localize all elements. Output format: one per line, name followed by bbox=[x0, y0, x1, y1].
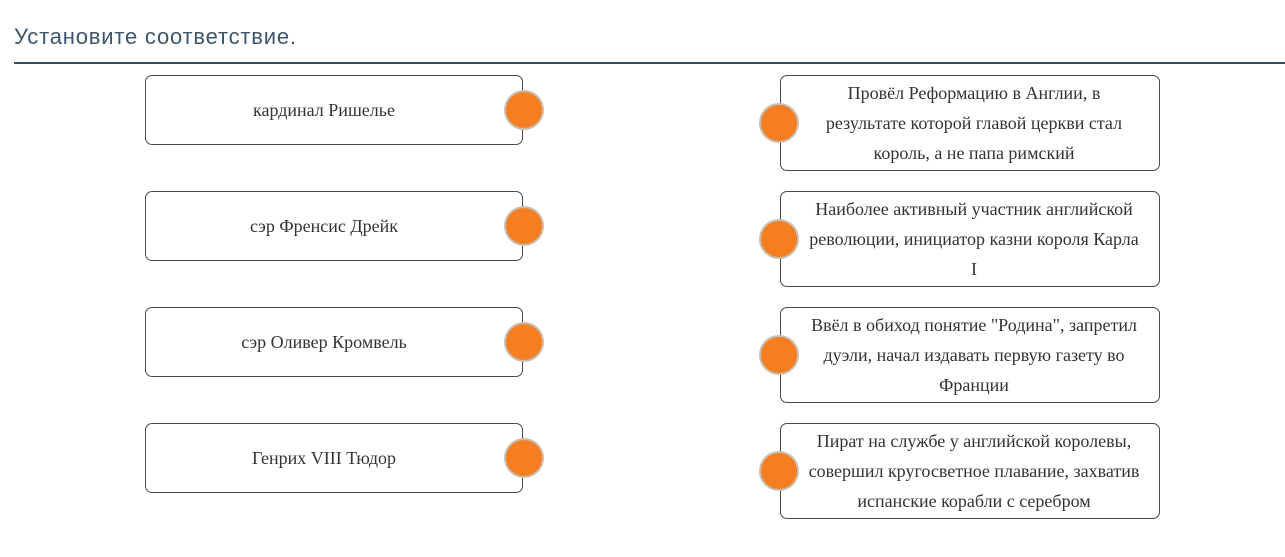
connector-dot-right-3[interactable] bbox=[759, 335, 799, 375]
page-title: Установите соответствие. bbox=[14, 24, 297, 49]
match-left-card[interactable]: сэр Френсис Дрейк bbox=[145, 191, 544, 261]
connector-dot-right-2[interactable] bbox=[759, 219, 799, 259]
left-card-label: сэр Оливер Кромвель bbox=[241, 331, 407, 352]
match-left-card[interactable]: кардинал Ришелье bbox=[145, 75, 544, 145]
match-left-card[interactable]: сэр Оливер Кромвель bbox=[145, 307, 544, 377]
right-card-label: Провёл Реформацию в Англии, в результате… bbox=[825, 83, 1123, 163]
connector-dot-left-2[interactable] bbox=[504, 206, 544, 246]
match-right-card[interactable]: Наиболее активный участник английской ре… bbox=[759, 191, 1160, 287]
right-card-label: Пират на службе у английской королевы, с… bbox=[808, 431, 1140, 511]
match-right-card[interactable]: Ввёл в обиход понятие "Родина", запретил… bbox=[759, 307, 1160, 403]
connector-dot-right-4[interactable] bbox=[759, 451, 799, 491]
left-card-label: Генрих VIII Тюдор bbox=[251, 447, 397, 468]
connector-dot-right-1[interactable] bbox=[759, 103, 799, 143]
match-right-card[interactable]: Пират на службе у английской королевы, с… bbox=[759, 423, 1160, 519]
connector-dot-left-1[interactable] bbox=[504, 90, 544, 130]
left-card-label: сэр Френсис Дрейк bbox=[249, 215, 399, 236]
connector-dot-left-3[interactable] bbox=[504, 322, 544, 362]
title-divider bbox=[14, 62, 1285, 64]
match-grid: кардинал Ришелье Провёл Реформацию в Анг… bbox=[145, 75, 1160, 519]
match-right-card[interactable]: Провёл Реформацию в Англии, в результате… bbox=[759, 75, 1160, 171]
connector-dot-left-4[interactable] bbox=[504, 438, 544, 478]
match-left-card[interactable]: Генрих VIII Тюдор bbox=[145, 423, 544, 493]
right-card-label: Ввёл в обиход понятие "Родина", запретил… bbox=[811, 315, 1137, 395]
left-card-label: кардинал Ришелье bbox=[253, 99, 395, 120]
right-card-label: Наиболее активный участник английской ре… bbox=[809, 199, 1139, 279]
